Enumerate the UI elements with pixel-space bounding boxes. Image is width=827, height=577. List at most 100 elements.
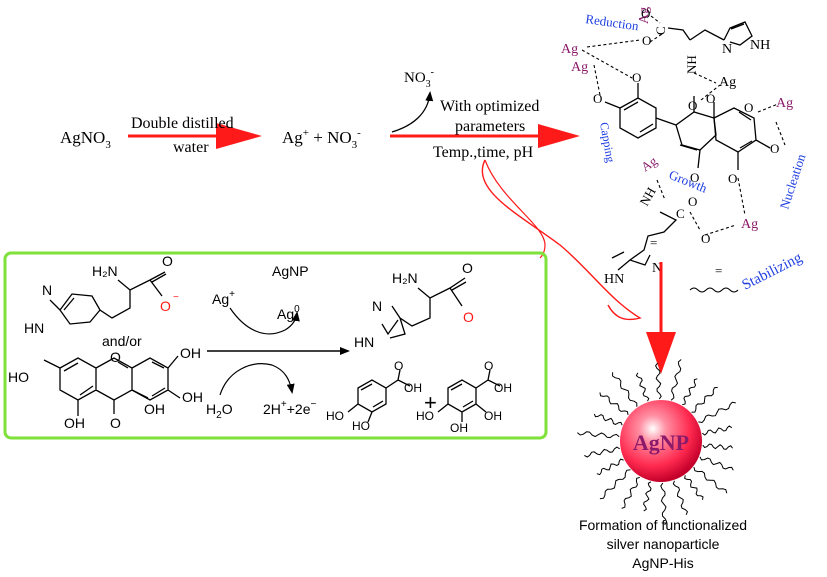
lower-his-hn: HN	[604, 272, 624, 287]
lower-his-bonds	[611, 211, 678, 271]
inset-water: H2O	[206, 401, 233, 421]
inset-thba-ho-1: HO	[416, 409, 434, 423]
ag-atom-upper-left-1: Ag	[561, 42, 578, 57]
byproduct-no3: NO3-	[404, 67, 434, 90]
ligand-tail	[599, 469, 631, 500]
ag-atom-right: Ag	[776, 96, 793, 111]
inset-thba-oh-acid: OH	[494, 381, 512, 395]
inset-dihydroxybenzoic-acid	[347, 369, 411, 423]
ligand-tail	[621, 476, 640, 509]
ag-atom-upper-left-2: Ag	[571, 60, 588, 75]
agnp-sphere-label: AgNP	[633, 430, 689, 455]
label-stabilizing: Stabilizing	[740, 250, 806, 294]
ag-atom-middle: Ag	[638, 153, 660, 175]
ligand-tail	[635, 372, 650, 402]
ligand-tail	[682, 378, 698, 406]
ligand-tail	[584, 446, 620, 458]
inset-trihydroxybenzoic-acid	[437, 369, 501, 422]
quercetin-o-ring: O	[728, 171, 737, 186]
quercetin-o-7: O	[690, 170, 699, 185]
ag-atom-lower-right: Ag	[741, 217, 758, 232]
inset-thba-oh-3: OH	[450, 421, 468, 435]
ligand-tail	[599, 392, 629, 416]
agnp-sphere	[620, 400, 702, 482]
ligand-tail	[698, 401, 736, 424]
inset-quercetin-oh-3prime: OH	[182, 389, 203, 405]
quercetin-ring-c	[655, 111, 717, 151]
inset-dhba-oh: OH	[404, 381, 422, 395]
step1-label-line2: water	[173, 139, 209, 156]
stabilizer-squiggle	[689, 287, 739, 293]
ligand-tail	[684, 475, 704, 500]
ligand-tail	[643, 481, 652, 512]
inset-quercetin-rings	[59, 357, 169, 401]
ions-ag-no3: Ag+ + NO3-	[282, 127, 361, 151]
upper-his-c: C	[653, 26, 668, 35]
silver-ligand-complex: Reduction Capping Growth Nucleation Stab…	[561, 6, 809, 294]
inset-and-or: and/or	[102, 333, 142, 349]
inset-his-product-n: N	[372, 298, 382, 314]
step2-label-line3: Temp.,time, pH	[433, 144, 534, 161]
ag-atom-imidazole: Ag	[719, 75, 736, 90]
label-nucleation: Nucleation	[777, 152, 809, 211]
inset-quercetin-oh-4prime: OH	[180, 345, 201, 361]
caption-line3: AgNP-His	[632, 555, 693, 571]
reactant-agno3: AgNO3	[60, 128, 111, 151]
ligand-tail	[699, 456, 734, 471]
ligand-tail	[596, 458, 624, 476]
inset-his-h2n: H₂N	[92, 263, 118, 279]
red-connector-to-inset	[484, 159, 546, 259]
step2-label-line2: parameters	[455, 118, 525, 135]
inset-quercetin-oh-5: OH	[64, 415, 85, 431]
inset-water-oxidation-curve	[219, 363, 295, 396]
quercetin-o-4: O	[706, 91, 715, 106]
ligand-tail	[702, 443, 733, 450]
caption-line2: silver nanoparticle	[607, 536, 720, 552]
lower-his-eq2: =	[715, 263, 722, 278]
dash-ag-o-upper	[586, 39, 641, 48]
lower-his-eq: =	[650, 235, 657, 250]
inset-thba-o: O	[484, 359, 493, 373]
quercetin-o-keto: O	[744, 100, 753, 115]
ligand-tail	[691, 386, 718, 413]
ligand-tail	[693, 466, 728, 494]
upper-his-nh-ring: NH	[750, 38, 770, 53]
inset-dhba-o: O	[394, 359, 403, 373]
quercetin-o-5: O	[770, 141, 779, 156]
inset-his-product-bonds	[381, 277, 467, 339]
lower-his-nh: NH	[636, 185, 658, 209]
ag-atom-top: Ag	[637, 7, 652, 24]
upper-his-bonds	[667, 21, 753, 46]
inset-his-o-carbonyl: O	[162, 253, 173, 269]
quercetin-ag-dashes	[581, 49, 786, 216]
inset-thba-oh-2: OH	[484, 409, 502, 423]
inset-ag-plus: Ag+	[212, 289, 235, 307]
quercetin-substituent-bonds	[604, 83, 771, 170]
inset-dhba-ho-2: HO	[352, 419, 370, 433]
inset-his-anion-bonds	[49, 271, 167, 325]
inset-his-o-anion: O	[160, 298, 171, 314]
inset-ag-zero: Ag0	[277, 304, 300, 322]
inset-his-product-o-carbonyl: O	[462, 260, 473, 276]
inset-his-n: N	[42, 282, 52, 298]
step2-arrowhead	[538, 124, 580, 148]
inset-quercetin-o-ring: O	[110, 349, 121, 365]
inset-his-hn: HN	[24, 320, 44, 336]
inset-ag-reduction-curve	[229, 307, 300, 335]
quercetin-o-3prime: O	[632, 70, 641, 85]
lower-his-dashes	[656, 179, 737, 236]
inset-his-product-h2n: H₂N	[392, 270, 418, 286]
inset-quercetin-ho: HO	[8, 369, 29, 385]
nanoparticle-illustration: AgNP	[577, 359, 736, 526]
upper-his-o2: O	[642, 33, 651, 48]
inset-his-product-o: O	[463, 309, 474, 325]
inset-agnp-label: AgNP	[272, 263, 309, 279]
inset-quercetin-o-keto: O	[110, 415, 121, 431]
step2-label-line1: With optimized	[440, 98, 539, 115]
step1-label-line1: Double distilled	[131, 115, 234, 132]
arrow-to-nanoparticle-head	[646, 332, 676, 374]
ligand-tail	[660, 482, 668, 526]
lower-his-o2: O	[701, 231, 710, 246]
step1-arrowhead	[216, 123, 262, 149]
byproduct-release-arrow	[391, 91, 434, 133]
